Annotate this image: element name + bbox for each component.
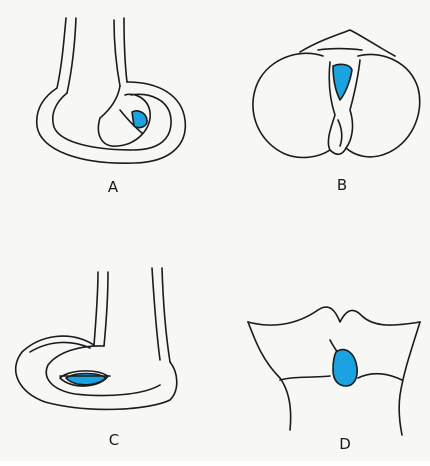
panel-label-a: A bbox=[108, 180, 118, 195]
panel-label-c: C bbox=[109, 433, 119, 448]
panel-d-lesion bbox=[333, 350, 357, 386]
panel-label-d: D bbox=[339, 437, 351, 452]
panel-a-condyle-inner bbox=[53, 93, 171, 150]
panel-c-shaft-left bbox=[94, 272, 98, 345]
panel-d-inner-left bbox=[280, 376, 330, 380]
panel-a-condyle-outer bbox=[37, 82, 186, 163]
panel-a-shaft-left-inner bbox=[67, 18, 76, 93]
panel-b-lesion bbox=[333, 64, 352, 100]
panel-d-left-edge bbox=[248, 322, 291, 430]
panel-a-lesion bbox=[132, 111, 147, 128]
panel-d-drawing bbox=[248, 307, 420, 435]
panel-d-inner-right bbox=[358, 374, 402, 380]
panel-a-shaft-right-inner bbox=[114, 20, 120, 86]
panel-b-top-bridge-inner bbox=[318, 49, 362, 51]
panel-b-notch-line bbox=[338, 120, 342, 146]
panel-d-right-edge bbox=[399, 322, 420, 435]
panel-d-top-surface bbox=[248, 307, 420, 325]
panel-c-condyle-inner bbox=[46, 346, 160, 396]
panel-b-drawing bbox=[253, 30, 420, 157]
panel-b-top-bridge bbox=[300, 30, 395, 56]
panel-b-left-lobe bbox=[253, 53, 330, 157]
panel-a-drawing bbox=[37, 18, 186, 163]
panel-a-shaft-right bbox=[124, 18, 127, 82]
panel-a-shaft-left bbox=[57, 18, 66, 88]
panel-c-shaft-right-inner bbox=[162, 268, 170, 362]
panel-b-right-lobe bbox=[346, 54, 420, 156]
panel-c-drawing bbox=[16, 268, 177, 409]
panel-c-shaft-left-inner bbox=[104, 272, 108, 346]
panel-c-shaft-right bbox=[152, 268, 160, 360]
panel-b-notch-bottom bbox=[330, 148, 346, 154]
panel-label-b: B bbox=[337, 178, 347, 193]
